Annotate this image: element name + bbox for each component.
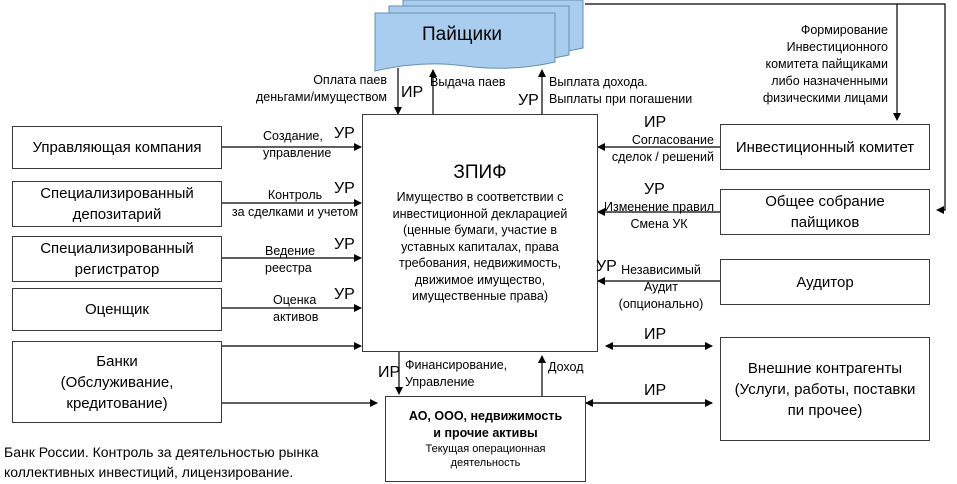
valuation-label-line: Оценка xyxy=(273,293,317,307)
shareholders-meeting-box: Общее собрание пайщиков xyxy=(720,189,930,235)
management-company-box: Управляющая компания xyxy=(12,126,222,169)
assets-subtitle-line: деятельность xyxy=(450,457,521,469)
committee-formation-line: комитета пайщиками xyxy=(765,57,888,71)
registrar-label-line: Специализированный xyxy=(40,240,194,257)
registry-label: Ведение реестра xyxy=(265,243,315,277)
zpif-desc-line: требования, недвижимость, xyxy=(399,256,561,271)
issue-label: Выдача паев xyxy=(430,75,506,89)
banks-box: Банки (Обслуживание, кредитование) xyxy=(12,341,222,423)
ur-tag: УР xyxy=(334,286,355,303)
approval-label-line: сделок / решений xyxy=(611,150,714,164)
rules-change-label-line: Смена УК xyxy=(630,217,688,231)
investment-committee-label: Инвестиционный комитет xyxy=(735,138,915,156)
zpif-desc-line: Имущество в соответствии с xyxy=(396,190,564,205)
zpif-desc-line: (ценные бумаги, участие в xyxy=(402,223,558,238)
zpif-title: ЗПИФ xyxy=(453,162,507,184)
ir-tag: ИР xyxy=(644,326,667,343)
control-label-line: за сделками и учетом xyxy=(231,205,359,219)
audit-label-line: (опционально) xyxy=(618,297,704,311)
bank-of-russia-line: Банк России. Контроль за деятельностью р… xyxy=(4,444,319,460)
ir-tag: ИР xyxy=(644,114,667,131)
committee-formation-line: Формирование xyxy=(800,23,888,37)
assets-subtitle-line: Текущая операционная xyxy=(425,443,546,455)
bank-of-russia-line: коллективных инвестиций, лицензирование. xyxy=(4,464,294,480)
zpif-desc-line: движимое имущество, xyxy=(414,272,546,287)
financing-label-line: Управление xyxy=(405,375,475,389)
ir-tag: ИР xyxy=(644,382,667,399)
assets-title-line: и прочие активы xyxy=(433,426,538,440)
audit-label-line: Аудит xyxy=(643,280,679,294)
external-contractors-box: Внешние контрагенты (Услуги, работы, пос… xyxy=(720,337,930,441)
committee-formation-line: Инвестиционного xyxy=(786,40,888,54)
approval-label-line: Согласование xyxy=(631,133,714,147)
approval-label: Согласование сделок / решений xyxy=(596,132,714,166)
shareholders-meeting-label-line: Общее собрание xyxy=(765,193,885,210)
zpif-box: ЗПИФ Имущество в соответствии с инвестиц… xyxy=(362,114,598,352)
registrar-label-line: регистратор xyxy=(74,261,160,278)
valuation-label: Оценка активов xyxy=(273,292,318,326)
depository-label-line: Специализированный xyxy=(40,185,194,202)
zpif-desc-line: инвестиционной декларацией xyxy=(392,206,568,221)
rules-change-label-line: Изменение правил xyxy=(603,200,715,214)
creation-label: Создание, управление xyxy=(263,128,331,162)
ur-tag: УР xyxy=(518,92,539,109)
committee-formation-label: Формирование Инвестиционного комитета па… xyxy=(740,22,888,107)
zpif-description: Имущество в соответствии с инвестиционно… xyxy=(393,189,568,305)
income-payout-label-line: Выплата дохода. xyxy=(549,75,648,89)
shareholders-title: Пайщики xyxy=(421,24,502,45)
registrar-box: Специализированный регистратор xyxy=(12,236,222,282)
depository-label-line: депозитарий xyxy=(72,206,162,223)
ur-tag: УР xyxy=(644,181,665,198)
auditor-label: Аудитор xyxy=(796,273,854,291)
bank-of-russia-note: Банк России. Контроль за деятельностью р… xyxy=(4,442,318,482)
financing-label-line: Финансирование, xyxy=(405,358,508,372)
zpif-desc-line: имущественные права) xyxy=(412,289,548,304)
investment-committee-box: Инвестиционный комитет xyxy=(720,124,930,170)
committee-formation-line: физическими лицами xyxy=(762,91,888,105)
external-contractors-label-line: (Услуги, работы, поставки xyxy=(734,380,916,398)
audit-label-line: Независимый xyxy=(621,263,701,277)
depository-box: Специализированный депозитарий xyxy=(12,181,222,227)
income-payout-label: Выплата дохода. Выплаты при погашении xyxy=(549,74,692,108)
assets-title-line: АО, ООО, недвижимость xyxy=(408,409,563,423)
payment-label: Оплата паев деньгами/имуществом xyxy=(230,72,387,106)
management-company-label: Управляющая компания xyxy=(32,139,202,156)
ur-tag: УР xyxy=(334,125,355,142)
registry-label-line: реестра xyxy=(265,261,312,275)
assets-box: АО, ООО, недвижимость и прочие активы Те… xyxy=(385,396,586,482)
valuation-label-line: активов xyxy=(273,310,319,324)
creation-label-line: Создание, xyxy=(263,129,323,143)
ur-tag: УР xyxy=(334,180,355,197)
banks-label-line: (Обслуживание, xyxy=(60,373,174,391)
zpif-desc-line: уставных капиталах, права xyxy=(401,239,559,254)
payment-label-line: деньгами/имуществом xyxy=(255,90,387,104)
external-contractors-label-line: пи прочее) xyxy=(787,401,863,419)
appraiser-label: Оценщик xyxy=(85,301,149,318)
external-contractors-label-line: Внешние контрагенты xyxy=(747,359,903,377)
creation-label-line: управление xyxy=(263,146,332,160)
control-label: Контроль за сделками и учетом xyxy=(227,187,363,221)
income-label: Доход xyxy=(548,360,584,374)
ir-tag: ИР xyxy=(401,84,424,101)
financing-label: Финансирование, Управление xyxy=(405,357,507,391)
audit-label: Независимый Аудит (опционально) xyxy=(612,262,710,313)
banks-label-line: кредитование) xyxy=(66,394,168,412)
committee-formation-line: либо назначенными xyxy=(771,74,888,88)
ur-tag: УР xyxy=(334,236,355,253)
shareholders-meeting-label-line: пайщиков xyxy=(790,214,860,231)
income-payout-label-line: Выплаты при погашении xyxy=(549,92,693,106)
auditor-box: Аудитор xyxy=(720,259,930,305)
banks-label-line: Банки xyxy=(96,352,138,370)
rules-change-label: Изменение правил Смена УК xyxy=(598,199,720,233)
payment-label-line: Оплата паев xyxy=(313,73,387,87)
registry-label-line: Ведение xyxy=(265,244,316,258)
ur-tag: УР xyxy=(596,258,617,275)
shareholders-document-stack xyxy=(374,0,584,72)
control-label-line: Контроль xyxy=(267,188,323,202)
ir-tag: ИР xyxy=(378,364,401,381)
appraiser-box: Оценщик xyxy=(12,288,222,331)
